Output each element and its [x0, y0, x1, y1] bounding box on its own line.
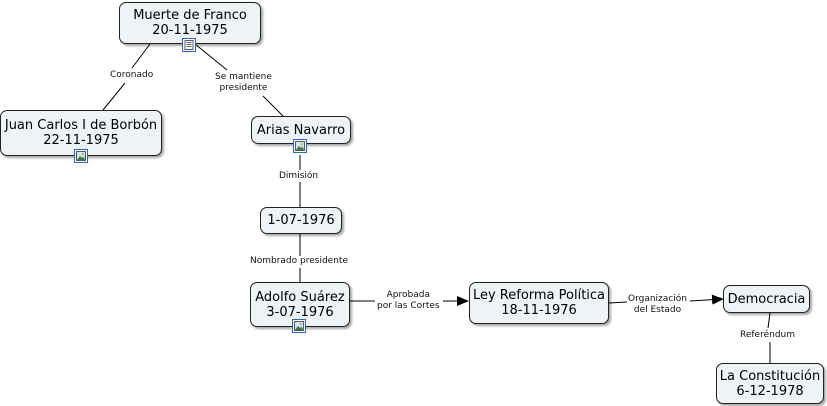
link-label-coronado: Coronado — [110, 70, 154, 81]
node-title: Arias Navarro — [256, 122, 346, 138]
node-date: 3-07-1976 — [266, 304, 334, 320]
node-title: La Constitución — [719, 368, 821, 384]
connector-democracia-referendum — [767, 312, 771, 329]
link-label-nombrado-presidente: Nombrado presidente — [250, 256, 348, 267]
node-date-1-07-1976[interactable]: 1-07-1976 — [260, 207, 342, 234]
node-ley-reforma-politica[interactable]: Ley Reforma Política 18-11-1976 — [469, 282, 609, 324]
node-date: 20-11-1975 — [152, 23, 228, 38]
node-title: Ley Reforma Política — [472, 288, 606, 303]
node-la-constitucion[interactable]: La Constitución 6-12-1978 — [716, 363, 824, 404]
node-democracia[interactable]: Democracia — [723, 285, 810, 313]
connector-coronado-juan-carlos — [102, 82, 126, 111]
link-label-referendum: Referéndum — [740, 330, 796, 341]
image-icon[interactable] — [293, 139, 307, 153]
image-icon[interactable] — [292, 319, 306, 333]
image-icon[interactable] — [74, 149, 88, 163]
node-muerte-de-franco[interactable]: Muerte de Franco 20-11-1975 — [119, 2, 261, 44]
node-title: Juan Carlos I de Borbón — [4, 118, 158, 133]
connector-franco-coronado — [131, 43, 151, 69]
node-title: Adolfo Suárez — [255, 289, 345, 305]
link-label-aprobada-por-las-cortes: Aprobada por las Cortes — [377, 290, 440, 312]
link-label-dimision: Dimisión — [279, 171, 319, 182]
node-title: Muerte de Franco — [133, 8, 247, 23]
connector-se-mantiene-arias — [262, 95, 284, 117]
link-label-organizacion-del-estado: Organización del Estado — [628, 294, 687, 316]
node-date: 22-11-1975 — [43, 133, 119, 148]
document-icon[interactable] — [182, 38, 196, 52]
node-date: 6-12-1978 — [736, 383, 804, 399]
node-title: 1-07-1976 — [267, 213, 335, 228]
node-date: 18-11-1976 — [501, 303, 577, 318]
connector-franco-se-mantiene — [194, 43, 228, 71]
node-juan-carlos[interactable]: Juan Carlos I de Borbón 22-11-1975 — [0, 110, 162, 156]
node-title: Democracia — [727, 291, 806, 307]
connector-organizacion-democracia — [689, 294, 724, 305]
connector-ley-organizacion — [608, 301, 628, 304]
link-label-se-mantiene-presidente: Se mantiene presidente — [215, 72, 272, 94]
